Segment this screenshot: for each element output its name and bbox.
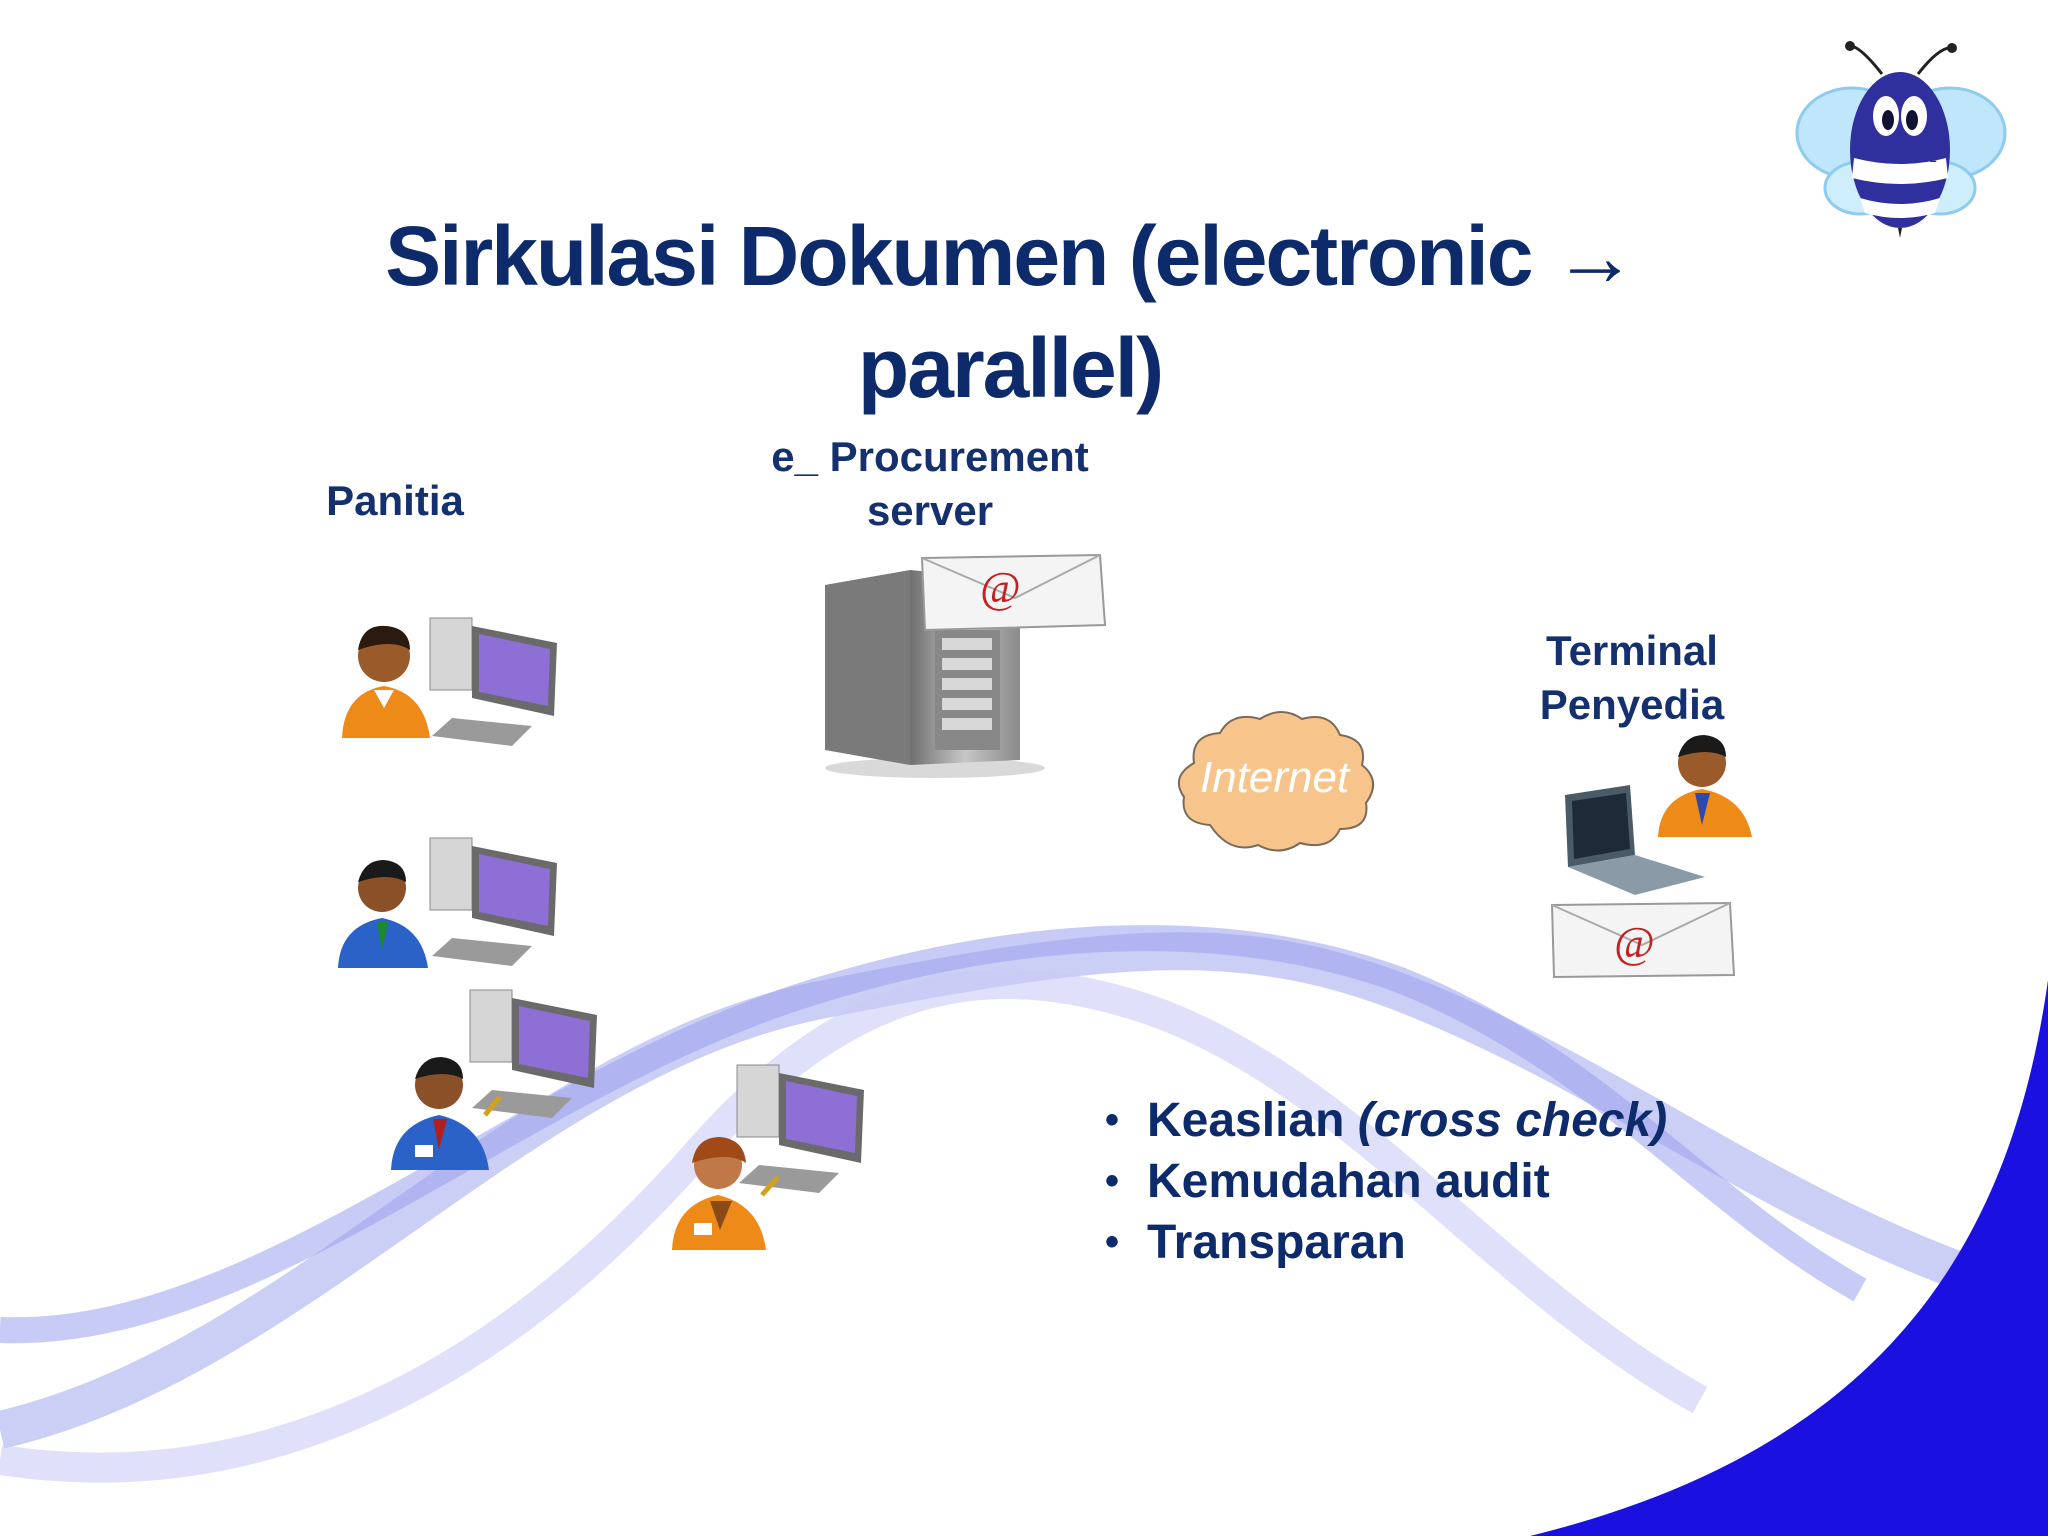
benefits-list: Keaslian (cross check) Kemudahan audit T… <box>1105 1090 1667 1273</box>
title-line-2: parallel) <box>857 321 1164 415</box>
panitia-user-3-icon <box>391 989 597 1170</box>
blue-corner <box>1530 980 2048 1536</box>
computer-icon <box>429 837 557 966</box>
server-label-line-2: server <box>866 487 994 534</box>
terminal-label-line-1: Terminal <box>1546 627 1718 674</box>
panitia-user-1-icon <box>342 617 557 746</box>
bullet-emphasis: (cross check) <box>1357 1094 1668 1147</box>
wave-band-1 <box>0 932 2048 1449</box>
laptop-icon <box>1565 785 1705 895</box>
panitia-user-4-icon <box>672 1064 864 1250</box>
server-label-line-1: e_ Procurement <box>771 433 1089 480</box>
panitia-user-2-icon <box>338 837 557 968</box>
terminal-penyedia-icon: @ <box>1550 735 1752 979</box>
computer-icon <box>429 617 557 746</box>
bullet-keaslian: Keaslian (cross check) <box>1105 1090 1667 1151</box>
title-line-1: Sirkulasi Dokumen (electronic → <box>385 209 1637 303</box>
terminal-label-line-2: Penyedia <box>1539 681 1725 728</box>
bullet-kemudahan-audit: Kemudahan audit <box>1105 1151 1667 1212</box>
bullet-text: Keaslian <box>1147 1094 1358 1147</box>
bullet-transparan: Transparan <box>1105 1212 1667 1273</box>
person-orange-suit-icon <box>1658 735 1752 837</box>
person-blue-icon <box>338 860 428 968</box>
person-orange-icon <box>342 625 430 738</box>
logo-text: LPSE <box>1908 153 1937 165</box>
email-envelope-icon: @ <box>920 553 1107 632</box>
lpse-logo: LPSE <box>1795 41 2007 238</box>
bullet-text: Transparan <box>1147 1216 1406 1269</box>
computer-icon <box>469 989 597 1118</box>
procurement-server-icon: @ <box>825 553 1107 778</box>
svg-text:@: @ <box>980 563 1020 612</box>
slide-title: Sirkulasi Dokumen (electronic → parallel… <box>180 200 1840 424</box>
bullet-text: Kemudahan audit <box>1147 1155 1550 1208</box>
server-label: e_ Procurement server <box>730 430 1130 538</box>
internet-cloud-icon: Internet <box>1177 711 1374 852</box>
email-envelope-icon: @ <box>1550 901 1736 979</box>
svg-text:@: @ <box>1614 918 1654 967</box>
person-writing-orange-icon <box>672 1137 780 1250</box>
computer-icon <box>736 1064 864 1193</box>
internet-label: Internet <box>1200 753 1351 802</box>
person-writing-blue-icon <box>391 1057 502 1170</box>
panitia-label: Panitia <box>326 477 464 524</box>
terminal-label: Terminal Penyedia <box>1500 624 1764 732</box>
